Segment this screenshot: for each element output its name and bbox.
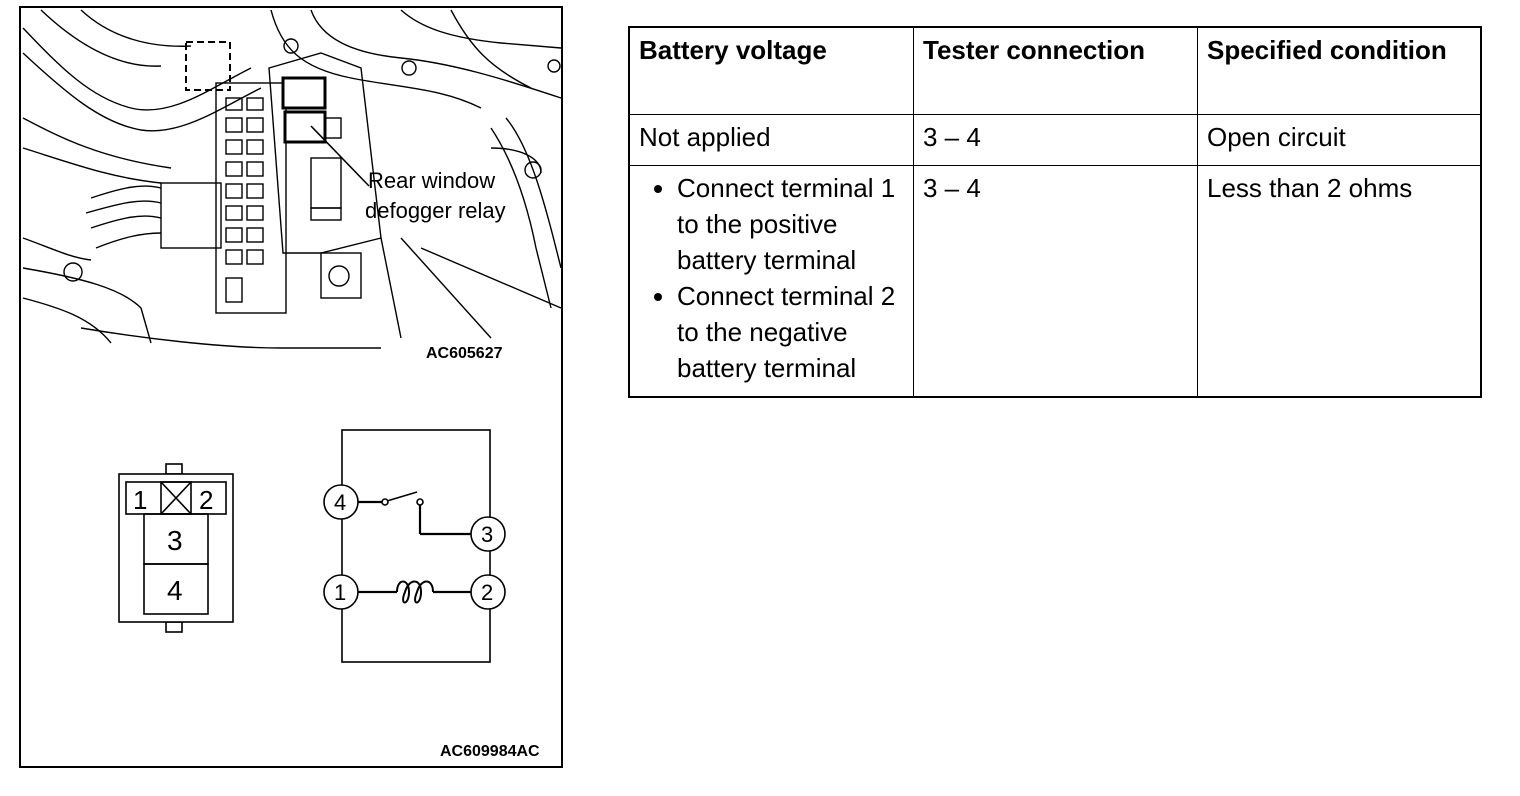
schematic-terminal-4: 4 [323,484,359,520]
svg-text:3: 3 [481,522,493,547]
table-header-row: Battery voltage Tester connection Specif… [628,26,1482,115]
list-item: Connect terminal 2 to the negative batte… [677,278,905,386]
connector-pin-3: 3 [167,525,183,556]
table-row: Connect terminal 1 to the positive batte… [628,165,1482,398]
schematic-terminal-2: 2 [470,574,506,610]
header-battery-voltage: Battery voltage [628,26,914,115]
relay-illustration: Rear window defogger relay AC605627 1 2 … [22,9,562,760]
cell-battery-voltage: Not applied [628,114,914,166]
cell-battery-voltage: Connect terminal 1 to the positive batte… [628,165,914,398]
photo-code: AC605627 [426,345,503,362]
header-tester-connection: Tester connection [913,26,1198,115]
connector-pin-2: 2 [199,485,213,515]
list-item: Connect terminal 1 to the positive batte… [677,170,905,278]
figure-code: AC609984AC [440,743,540,760]
callout-leader-line [310,125,370,187]
relay-schematic [341,429,491,663]
callout-label-line1: Rear window [368,168,495,193]
table-row: Not applied 3 – 4 Open circuit [628,114,1482,166]
defogger-relay-highlight [281,76,327,144]
schematic-terminal-1: 1 [323,574,359,610]
connector-pin-layout [118,463,234,633]
schematic-terminal-3: 3 [470,516,506,552]
cell-specified-condition: Open circuit [1197,114,1482,166]
connector-pin-1: 1 [133,485,147,515]
relay-figure: Rear window defogger relay AC605627 1 2 … [19,6,563,768]
header-specified-condition: Specified condition [1197,26,1482,115]
battery-voltage-list: Connect terminal 1 to the positive batte… [639,170,905,386]
callout-label-line2: defogger relay [365,198,506,223]
svg-text:1: 1 [334,580,346,605]
svg-text:2: 2 [481,580,493,605]
cell-tester-connection: 3 – 4 [913,114,1198,166]
connector-pin-4: 4 [167,575,183,606]
cell-specified-condition: Less than 2 ohms [1197,165,1482,398]
relay-location-drawing [22,9,562,349]
svg-text:4: 4 [334,490,346,515]
relay-check-table: Battery voltage Tester connection Specif… [628,26,1482,398]
cell-tester-connection: 3 – 4 [913,165,1198,398]
